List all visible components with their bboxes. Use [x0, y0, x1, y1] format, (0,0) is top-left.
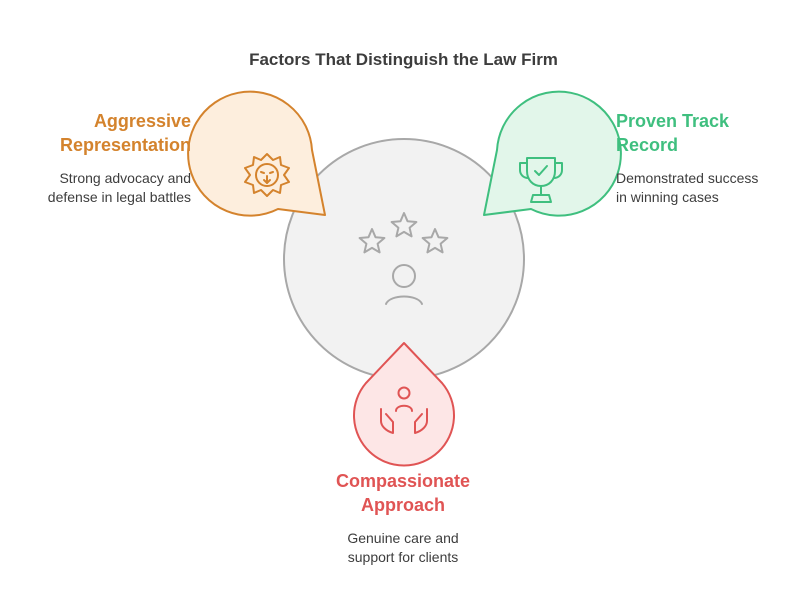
red-drop-shape	[353, 342, 455, 467]
trophy-icon	[519, 157, 563, 203]
factor-description-compassionate-approach: Genuine care and support for clients	[347, 530, 459, 565]
star-icon-center	[390, 212, 418, 238]
person-with-stars-icon	[358, 212, 449, 305]
lion-icon	[244, 153, 290, 197]
diagram-title: Factors That Distinguish the Law Firm	[249, 50, 558, 69]
green-drop-shape	[483, 90, 622, 217]
factor-heading-proven-track-record: Proven Track Record	[616, 111, 730, 155]
caring-hands-icon	[380, 386, 428, 434]
factor-description-proven-track-record: Demonstrated success in winning cases	[616, 170, 759, 205]
orange-drop-shape	[187, 90, 326, 217]
person-head-icon	[392, 264, 416, 288]
factor-description-aggressive-representation: Strong advocacy and defense in legal bat…	[47, 170, 191, 205]
factor-heading-compassionate-approach: Compassionate Approach	[335, 471, 471, 515]
star-icon-right	[421, 228, 449, 254]
person-shoulders-icon	[385, 295, 423, 305]
factor-heading-aggressive-representation: Aggressive Representation	[59, 111, 191, 155]
star-icon-left	[358, 228, 386, 254]
